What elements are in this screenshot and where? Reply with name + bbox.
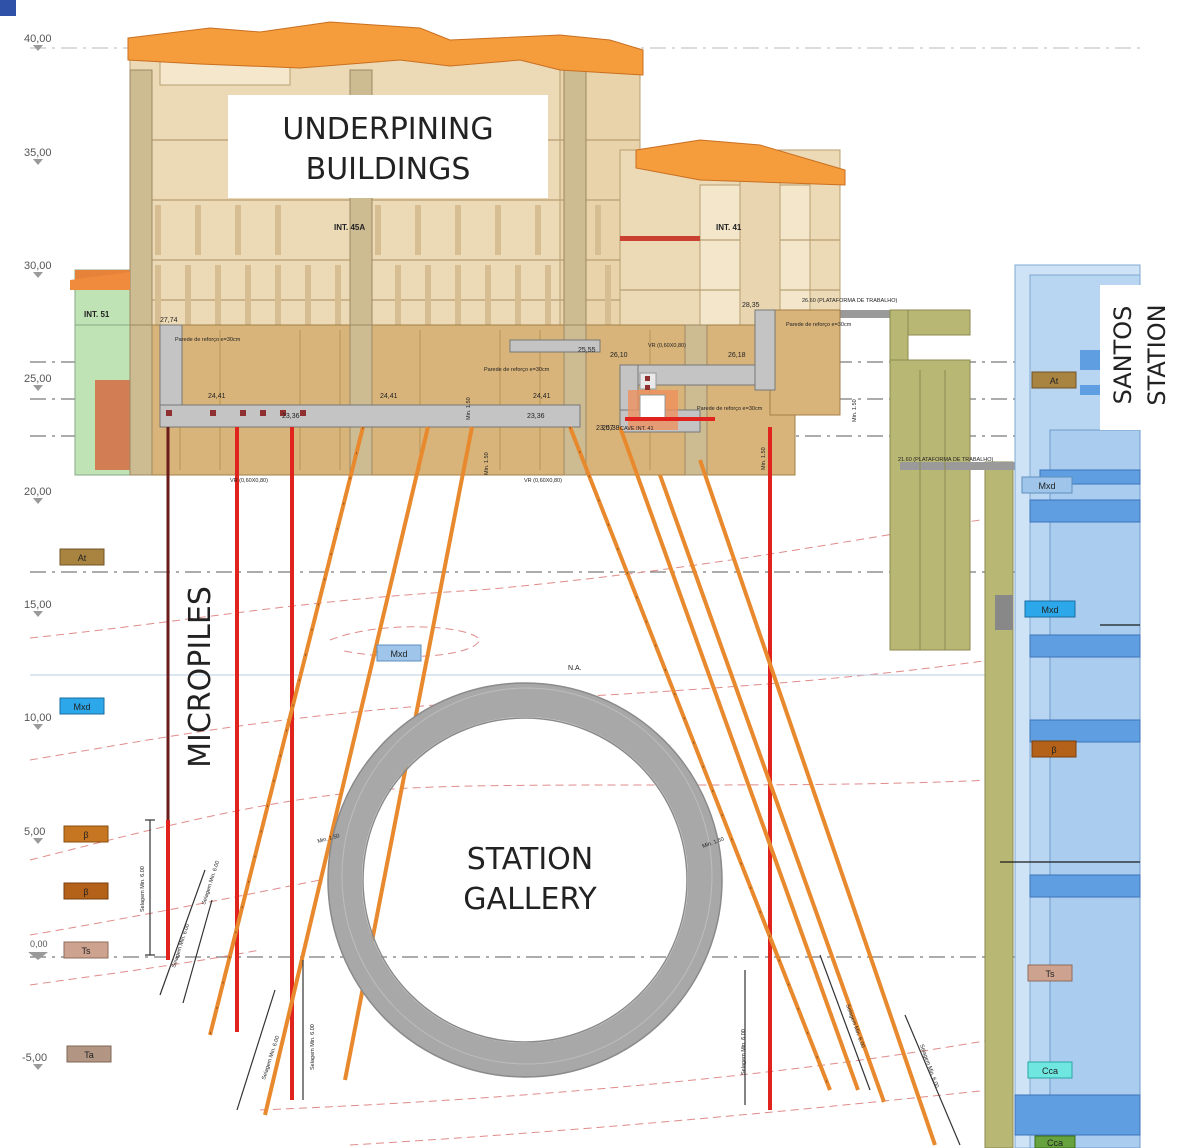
foundation-zone [74,309,890,476]
drawing-note: Parede de reforço e=30cm [697,406,763,412]
drawing-note: Parede de reforço e=30cm [484,367,550,373]
drawing-note: VR (0,60X0,80) [648,343,686,349]
drawing-note: Min. 1.50 [317,833,340,845]
water-table-label: N.A. [568,665,582,672]
level-label: 24,41 [208,393,226,400]
drawing-note: VR (0,60X0,80) [524,478,562,484]
drawing-note: CAVE INT. 41 [620,426,654,432]
level-label: 24,41 [533,393,551,400]
soil-tag: β [83,887,88,897]
level-label: 25,38 [602,425,620,432]
micropile-inclined [698,459,937,1146]
elevation-label: 10,00 [24,712,52,724]
anchorage-dimensions [145,819,961,1146]
drawing-note: Selagem Min. 6.00 [140,866,146,912]
elevation-label: 40,00 [24,33,52,45]
station-gallery-ring [327,682,723,1078]
soil-tags-right: At Mxd Mxd β Ts Cca Cca [1021,371,1077,1148]
level-label: 25,55 [578,347,596,354]
level-label: 23,07 [596,425,614,432]
elevation-label: 5,00 [24,826,45,838]
level-label: 26,18 [728,352,746,359]
micropile-inclined [658,474,886,1103]
level-label: 23,36 [282,413,300,420]
underpining-label-box [228,95,548,198]
corner-marker [0,0,16,16]
drawing-note: Min. 1.50 [761,447,767,470]
elevation-label: 15,00 [24,599,52,611]
elevation-label: 20,00 [24,486,52,498]
drawing-note: Parede de reforço e=30cm [175,337,241,343]
elevation-label: 25,00 [24,373,52,385]
elevation-label: 30,00 [24,260,52,272]
soil-tag: Cca [1047,1138,1063,1148]
soil-tag: β [83,830,88,840]
building-labels: INT. 51 INT. 45A INT. 41 [80,223,742,319]
drawing-note: Selagem Min. 6.00 [918,1044,939,1089]
drawing-note: Min. 1.50 [484,452,490,475]
drawing-note: Selagem Min. 6.00 [171,923,191,968]
soil-tag: β [1051,745,1056,755]
level-label: 24,41 [380,393,398,400]
level-label: 23,36 [527,413,545,420]
drawing-note: Selagem Min. 6.00 [201,860,221,905]
soil-tag: Mxd [1038,481,1055,491]
soil-tags-mid: Mxd [376,644,422,662]
elevation-label: -5,00 [22,1052,47,1064]
micropiles-label: MICROPILES [183,586,218,768]
micropiles [166,426,937,1146]
drawing-note: Min. 1.50 [466,397,472,420]
micropile-inclined [568,426,832,1091]
building-label-int45a: INT. 45A [334,223,365,232]
drawing-note: 26.60 (PLATAFORMA DE TRABALHO) [802,298,898,304]
soil-tag: Mxd [1041,605,1058,615]
drawing-note: Selagem Min. 6.00 [741,1029,747,1075]
soil-tag: Cca [1042,1066,1058,1076]
building-label-int51: INT. 51 [84,310,110,319]
soil-tag: Mxd [73,702,90,712]
santos-station-label-wrap: SANTOS STATION [1100,285,1183,430]
elevation-label: 35,00 [24,147,52,159]
soil-tags-left: At Mxd β β Ts Ta [59,548,112,1063]
elevation-labels: 40,00 35,00 30,00 25,00 20,00 15,00 10,0… [22,33,52,1064]
soil-tag: At [78,553,87,563]
santos-station-label: SANTOS STATION [1109,304,1171,406]
elevation-axis [28,45,48,1070]
drawing-note: 21.60 (PLATAFORMA DE TRABALHO) [898,457,994,463]
micropile-inclined [618,426,860,1091]
station-gallery-label: STATION GALLERY [463,842,597,917]
underpining-buildings-label: UNDERPINING BUILDINGS [282,112,494,187]
level-labels: 27,74 24,41 23,36 24,41 24,41 23,36 25,5… [160,302,760,432]
level-label: 28,35 [742,302,760,309]
drawing-note: Selagem Min. 6.00 [844,1004,865,1049]
drawing-note: Min. 1.50 [852,399,858,422]
soil-tag: Ta [84,1050,94,1060]
level-label: 27,74 [160,317,178,324]
soil-tag: Ts [1046,969,1056,979]
building-label-int41: INT. 41 [716,223,742,232]
soil-tag: At [1050,376,1059,386]
micropile-inclined [263,426,430,1116]
drawing-note: VR (0,60X0,80) [230,478,268,484]
micropiles-label-wrap: MICROPILES [181,585,221,770]
level-label: 26,10 [610,352,628,359]
soil-tag: Mxd [390,649,407,659]
drawing-note: Parede de reforço e=30cm [786,322,852,328]
drawing-note: Selagem Min. 6.00 [310,1024,316,1070]
elevation-label: 0,00 [30,939,48,949]
soil-tag: Ts [82,946,92,956]
